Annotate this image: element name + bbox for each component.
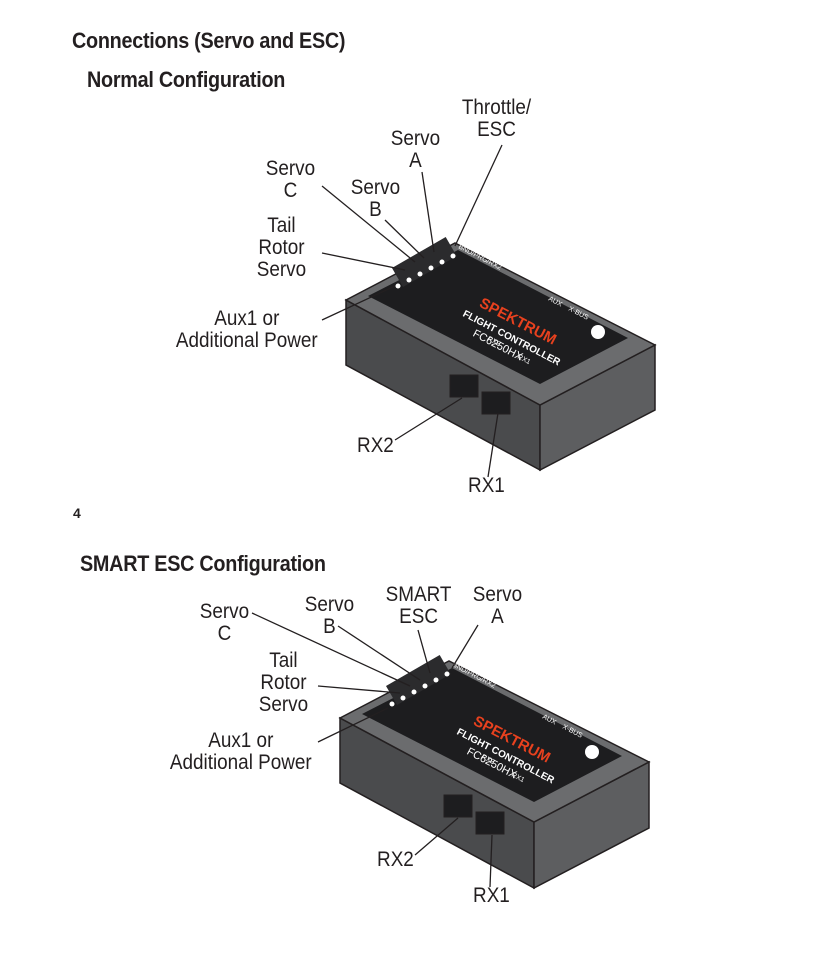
rx1-port bbox=[475, 811, 505, 835]
page-title: Connections (Servo and ESC) bbox=[72, 28, 346, 53]
label-rx1: RX1 bbox=[468, 474, 505, 497]
rx1-port bbox=[481, 391, 511, 415]
normal-leader-lines bbox=[321, 144, 503, 478]
rx2-port bbox=[449, 374, 479, 398]
device-led bbox=[591, 325, 605, 339]
stray-character: 4 bbox=[73, 505, 81, 521]
label-rx2: RX2 bbox=[357, 434, 394, 457]
flight-controller-device: SPEKTRUM FLIGHT CONTROLLER FC6250HX BND/… bbox=[344, 237, 657, 472]
label-rx2: RX2 bbox=[377, 848, 414, 871]
smart-leader-lines bbox=[251, 612, 493, 888]
label-rx1: RX1 bbox=[473, 884, 510, 907]
smart-config-heading: SMART ESC Configuration bbox=[80, 551, 326, 576]
flight-controller-device-smart: SPEKTRUM FLIGHT CONTROLLER FC6250HX BND/… bbox=[338, 654, 651, 890]
label-throttle-esc: Throttle/ESC bbox=[461, 96, 532, 141]
device-label-panel bbox=[362, 668, 622, 802]
pin-header bbox=[386, 654, 451, 707]
pin-header bbox=[392, 237, 457, 289]
rx2-port bbox=[443, 794, 473, 818]
normal-config-heading: Normal Configuration bbox=[87, 67, 286, 92]
device-label-panel bbox=[368, 250, 628, 384]
device-led bbox=[585, 745, 599, 759]
